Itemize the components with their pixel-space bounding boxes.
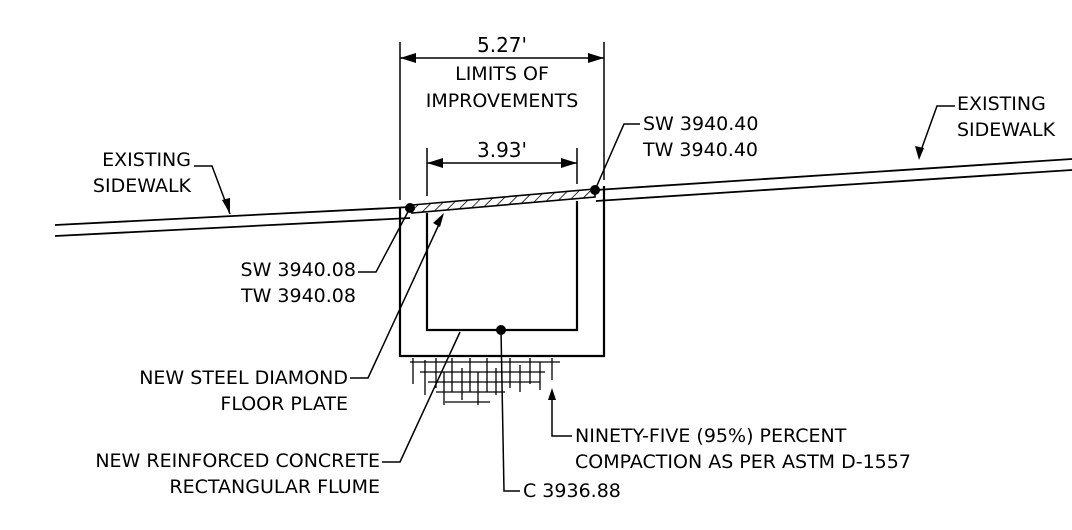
existing-sidewalk-left-line2: SIDEWALK (93, 175, 192, 197)
flume-inner-channel (425, 201, 579, 332)
flume-line2: RECTANGULAR FLUME (169, 476, 380, 498)
steel-floor-plate (411, 188, 596, 214)
elev-right-tw: TW 3940.40 (642, 139, 758, 161)
inner-width-label: 3.93' (477, 138, 527, 162)
overall-width-dimension (399, 42, 605, 200)
elev-right-sw: SW 3940.40 (643, 113, 758, 135)
overall-width-label: 5.27' (477, 33, 527, 57)
channel-elevation: C 3936.88 (523, 480, 621, 502)
existing-sidewalk-left (54, 206, 411, 237)
leader-lines (194, 105, 955, 492)
existing-sidewalk-right-line2: SIDEWALK (957, 119, 1056, 141)
limits-label-line1: LIMITS OF (455, 63, 549, 85)
floor-plate-line1: NEW STEEL DIAMOND (139, 367, 348, 389)
elev-left-sw: SW 3940.08 (241, 259, 356, 281)
compaction-hatch (410, 358, 560, 405)
limits-label-line2: IMPROVEMENTS (426, 90, 579, 112)
inner-width-dimension (426, 148, 578, 196)
flume-line1: NEW REINFORCED CONCRETE (95, 450, 380, 472)
compaction-line1: NINETY-FIVE (95%) PERCENT (575, 425, 847, 447)
existing-sidewalk-right-line1: EXISTING (957, 93, 1046, 115)
existing-sidewalk-left-line1: EXISTING (102, 149, 191, 171)
elev-left-tw: TW 3940.08 (240, 285, 356, 307)
compaction-line2: COMPACTION AS PER ASTM D-1557 (575, 451, 911, 473)
existing-sidewalk-right (595, 158, 1072, 202)
floor-plate-line2: FLOOR PLATE (220, 393, 348, 415)
